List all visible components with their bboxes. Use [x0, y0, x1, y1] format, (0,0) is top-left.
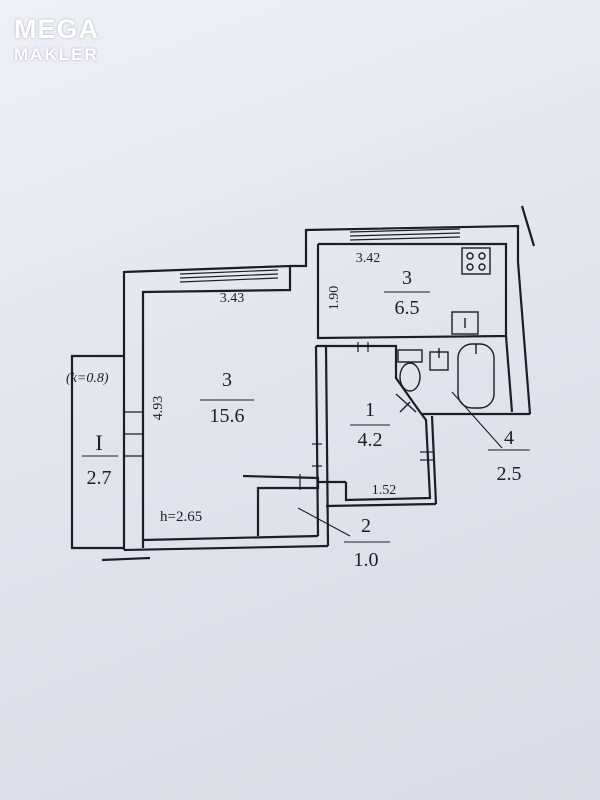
living-east-wall	[314, 345, 320, 537]
leader-bathroom	[451, 391, 503, 449]
hallway-bottom-wall	[325, 502, 437, 508]
stove-icon	[461, 247, 491, 275]
balcony-wall	[70, 354, 124, 550]
leader-closet	[297, 507, 351, 537]
hallway-area: 4.2	[358, 429, 383, 451]
living-room-number: 3	[222, 369, 232, 391]
kitchen-wall	[290, 224, 520, 268]
living-outer-wall	[122, 264, 292, 550]
living-room-area: 15.6	[210, 405, 245, 427]
closet-area: 1.0	[354, 549, 379, 571]
hallway-wall	[316, 344, 432, 502]
hall-width-dimension: 1.52	[372, 483, 397, 498]
wall-break-mark-top	[520, 205, 536, 247]
leader-lines	[82, 291, 530, 543]
wall-break-mark-bottom	[101, 556, 151, 562]
living-east-wall-outer	[324, 345, 330, 547]
living-depth-dimension: 4.93	[151, 396, 166, 421]
closet-number: 2	[361, 515, 371, 537]
logo-watermark: MEGA MAKLER	[14, 14, 99, 64]
balcony-coefficient-label: (k=0.8)	[66, 371, 109, 386]
bathroom-number: 4	[504, 427, 514, 449]
plan-fixtures	[395, 247, 495, 413]
plan-walls	[70, 205, 536, 562]
kitchen-sink-icon	[451, 311, 479, 335]
washbasin-icon	[429, 348, 449, 371]
bathroom-east-wall	[504, 335, 514, 413]
kitchen-east-outer-wall	[516, 261, 532, 415]
bathtub-icon	[457, 343, 495, 409]
plan-windows	[124, 228, 461, 457]
balcony-number: I	[95, 430, 102, 455]
bathroom-area: 2.5	[497, 463, 522, 485]
kitchen-window	[349, 228, 461, 241]
kitchen-area: 6.5	[395, 297, 420, 319]
living-window	[179, 265, 279, 283]
living-width-dimension: 3.43	[220, 291, 245, 306]
kitchen-width-dimension: 3.42	[356, 251, 381, 266]
logo-line-1: MEGA	[14, 14, 99, 44]
living-south-wall	[123, 544, 329, 552]
door-swings	[395, 393, 417, 413]
balcony-area: 2.7	[87, 467, 112, 489]
kitchen-number: 3	[402, 267, 412, 289]
closet-wall	[242, 474, 320, 536]
ceiling-height-label: h=2.65	[160, 509, 202, 525]
living-south-wall-inner	[142, 534, 319, 542]
hallway-number: 1	[365, 399, 375, 421]
door-ticks	[299, 342, 434, 490]
logo-line-2: MAKLER	[14, 45, 99, 64]
toilet-icon	[397, 349, 423, 392]
kitchen-depth-dimension: 1.90	[327, 286, 342, 311]
balcony-door	[124, 411, 143, 457]
